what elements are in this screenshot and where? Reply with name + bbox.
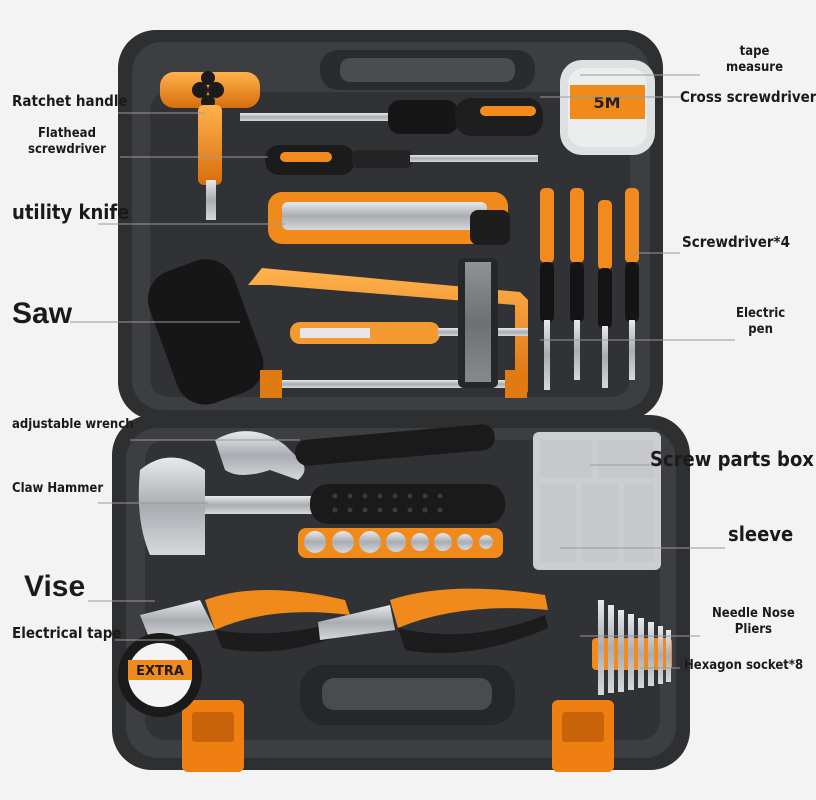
- label-tape-measure-line2: measure: [726, 60, 784, 76]
- label-electric-pen-line2: pen: [748, 322, 773, 338]
- label-claw-hammer: Claw Hammer: [12, 481, 104, 496]
- ratchet-handle-tool: [160, 71, 260, 220]
- screw-parts-box: [533, 432, 661, 570]
- adjustable-wrench-tool: [215, 424, 495, 480]
- label-ratchet-handle: Ratchet handle: [12, 92, 128, 110]
- tape-measure-tool: 5M: [560, 60, 655, 155]
- hex-key-set: [592, 600, 672, 695]
- tape-measure-print: 5M: [593, 93, 620, 112]
- orange-latch-right: [552, 700, 614, 772]
- orange-latch-left: [182, 700, 244, 772]
- label-vise: Vise: [24, 570, 86, 603]
- label-tape-measure-line1: tape: [739, 44, 770, 59]
- flathead-screwdriver-tool: [265, 145, 538, 175]
- socket-sleeve-row: [298, 528, 503, 558]
- label-sleeve: sleeve: [728, 522, 794, 546]
- label-flathead-line1: Flathead: [37, 126, 96, 141]
- tape-brand-print: EXTRA: [136, 664, 184, 679]
- label-flathead-line2: screwdriver: [28, 142, 106, 158]
- label-tape-measure: tape measure: [726, 44, 783, 77]
- label-electric-pen: Electric pen: [736, 306, 785, 339]
- cross-screwdriver-tool: [240, 98, 543, 136]
- label-electrical-tape: Electrical tape: [12, 624, 122, 642]
- hacksaw-tool: [147, 259, 528, 405]
- claw-hammer-tool: [138, 457, 505, 555]
- vise-pliers-tool: [140, 590, 350, 652]
- pointer-lines: [70, 74, 735, 669]
- label-needle-nose-line1: Needle Nose: [712, 606, 795, 621]
- label-needle-nose-line2: Pliers: [734, 622, 772, 638]
- label-electric-pen-line1: Electric: [736, 306, 786, 321]
- precision-screwdrivers: [540, 188, 639, 390]
- label-hexagon-socket: Hexagon socket*8: [684, 658, 804, 673]
- bit-holder: [458, 258, 498, 388]
- electrical-tape-roll: EXTRA: [118, 633, 202, 717]
- label-cross-screwdriver: Cross screwdriver: [680, 88, 816, 106]
- utility-knife-tool: [268, 192, 510, 245]
- label-flathead-screwdriver: Flathead screwdriver: [28, 126, 106, 159]
- label-utility-knife: utility knife: [12, 200, 130, 224]
- needle-nose-pliers-tool: [318, 588, 548, 654]
- label-adjustable-wrench: adjustable wrench: [12, 417, 134, 432]
- label-saw: Saw: [12, 297, 73, 330]
- label-screwdriver-4: Screwdriver*4: [682, 233, 790, 251]
- label-screw-parts-box: Screw parts box: [650, 447, 814, 471]
- label-needle-nose-pliers: Needle Nose Pliers: [712, 606, 795, 639]
